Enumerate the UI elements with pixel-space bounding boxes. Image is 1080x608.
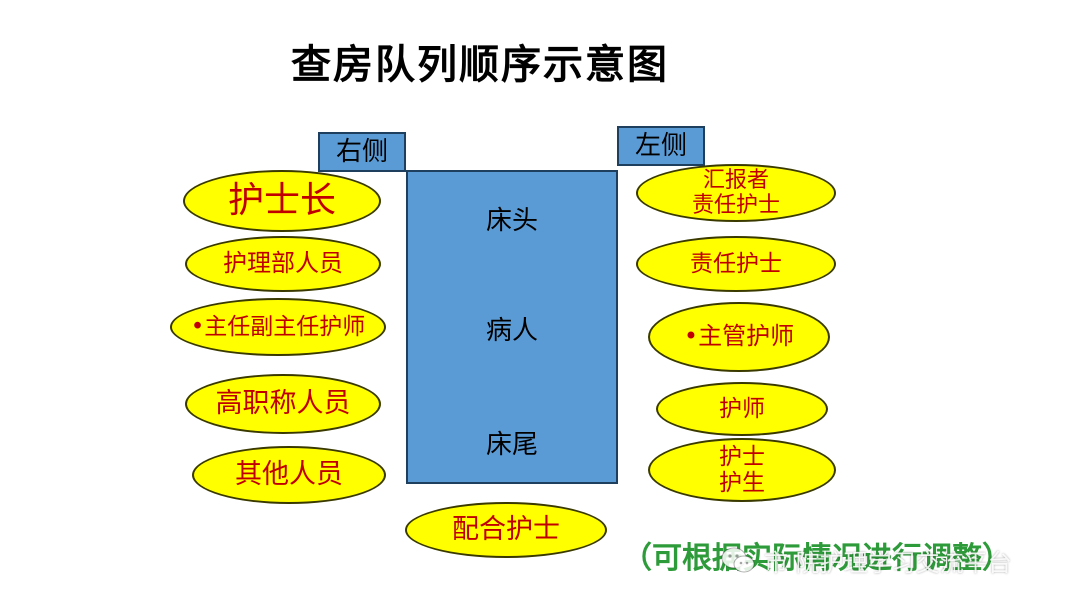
ellipse-deputy-chief: •主任副主任护师 bbox=[170, 298, 386, 356]
ellipse-reporter: 汇报者 责任护士 bbox=[636, 164, 836, 222]
ellipse-text: 护生 bbox=[719, 470, 765, 496]
wechat-icon bbox=[720, 545, 756, 575]
watermark-text: 市 院护理学习交流平台 bbox=[764, 548, 1012, 577]
ellipse-text: 责任护士 bbox=[691, 193, 780, 218]
ellipse-text: 护士长 bbox=[227, 180, 336, 222]
ellipse-text: •主任副主任护师 bbox=[190, 313, 366, 340]
ellipse-others: 其他人员 bbox=[192, 446, 386, 504]
ellipse-text: 汇报者 bbox=[702, 167, 769, 193]
ellipse-nurse-student: 护士 护生 bbox=[648, 438, 836, 502]
ellipse-head-nurse: 护士长 bbox=[183, 170, 381, 232]
ellipse-text: 责任护士 bbox=[690, 250, 782, 277]
ellipse-assisting-nurse: 配合护士 bbox=[405, 502, 607, 558]
ellipse-text: 护师 bbox=[719, 395, 765, 422]
ellipse-text: 护士 bbox=[719, 443, 765, 470]
left-side-label: 左侧 bbox=[617, 126, 705, 166]
right-side-label: 右侧 bbox=[318, 132, 406, 172]
bed-rectangle: 床头 病人 床尾 bbox=[406, 170, 618, 484]
bed-head-label: 床头 bbox=[485, 206, 538, 236]
patient-label: 病人 bbox=[485, 316, 538, 346]
ellipse-senior-title: 高职称人员 bbox=[185, 374, 381, 434]
ellipse-text: 配合护士 bbox=[452, 514, 560, 546]
page-title: 查房队列顺序示意图 bbox=[291, 42, 669, 88]
watermark: 市 院护理学习交流平台 bbox=[720, 538, 1070, 582]
bed-foot-label: 床尾 bbox=[485, 430, 538, 460]
adjustment-note: （可根据实际情况进行调整） bbox=[622, 541, 1012, 576]
ellipse-responsible-nurse: 责任护士 bbox=[636, 236, 836, 292]
ellipse-text: •主管护师 bbox=[683, 322, 795, 351]
ellipse-text: 高职称人员 bbox=[215, 388, 351, 420]
ellipse-supervisor-nurse: •主管护师 bbox=[648, 302, 830, 372]
ellipse-nurse-practitioner: 护师 bbox=[656, 382, 828, 436]
ellipse-nursing-dept: 护理部人员 bbox=[185, 236, 381, 292]
ellipse-text: 护理部人员 bbox=[223, 249, 343, 278]
ellipse-text: 其他人员 bbox=[235, 459, 343, 491]
